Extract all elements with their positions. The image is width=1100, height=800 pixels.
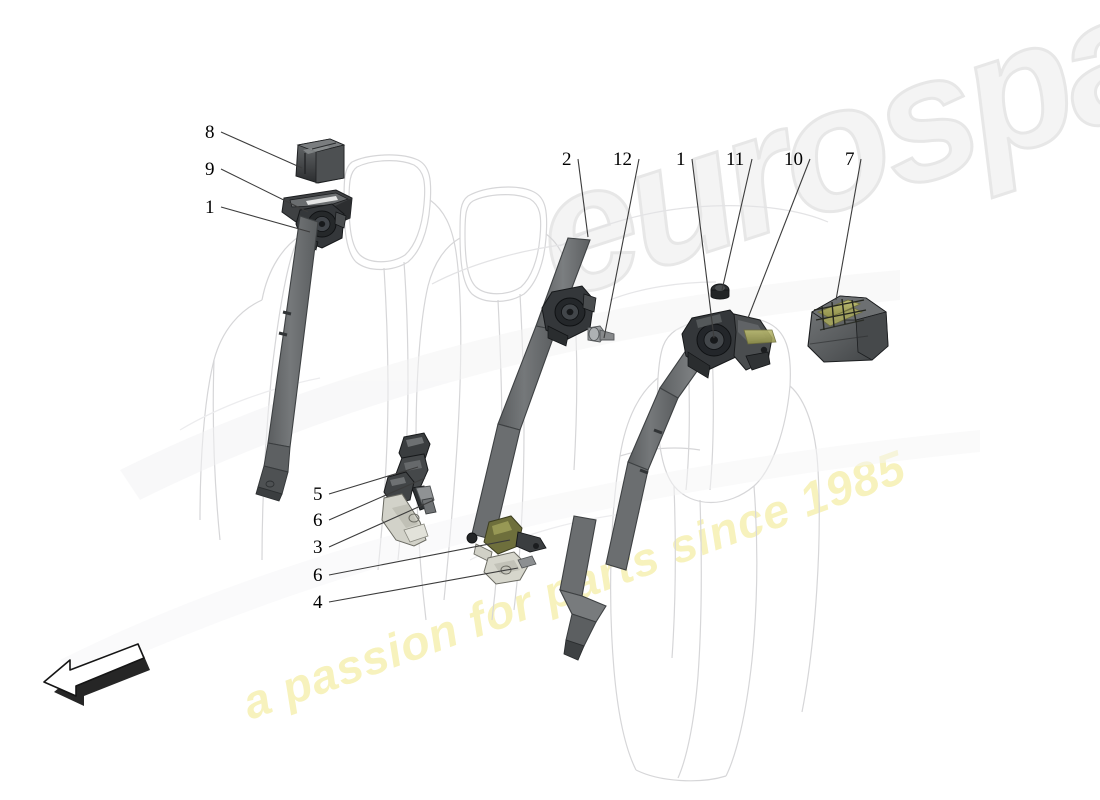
part-11-pivot-bolt-cap xyxy=(710,283,730,300)
callout-number-5: 5 xyxy=(313,484,323,505)
background-shading xyxy=(60,270,980,680)
callout-number-10: 10 xyxy=(784,149,803,170)
leader-line-12 xyxy=(603,158,640,339)
callout-number-12: 12 xyxy=(613,149,632,170)
callout-number-9: 9 xyxy=(205,159,215,180)
leader-line-7 xyxy=(835,158,862,301)
leader-line-3 xyxy=(328,499,435,548)
leader-line-2 xyxy=(577,158,589,238)
callout-number-8: 8 xyxy=(205,122,215,143)
leader-line-8 xyxy=(220,131,303,169)
right-belt-webbing-loop xyxy=(743,329,777,345)
callout-number-2: 2 xyxy=(562,149,572,170)
callout-number-6: 6 xyxy=(313,565,323,586)
callout-number-1: 1 xyxy=(205,197,215,218)
part-12-anchor-bolt xyxy=(587,325,615,343)
leader-line-11 xyxy=(721,158,753,291)
callout-leader-lines xyxy=(220,131,862,603)
left-seat-belt-webbing xyxy=(255,215,319,502)
leader-line-1 xyxy=(691,158,715,339)
centre-belt-lower-tail xyxy=(558,515,607,661)
part-8-belt-guide-cover xyxy=(295,138,346,184)
leader-line-1 xyxy=(220,206,311,233)
callout-number-11: 11 xyxy=(726,149,745,170)
part-7-rear-seat-belt-buckle-housing xyxy=(807,295,889,363)
part-1-right-retractor xyxy=(681,309,745,379)
leader-line-6 xyxy=(328,539,511,576)
centre-retractor-assembly xyxy=(541,285,597,347)
callout-number-3: 3 xyxy=(313,537,323,558)
part-10-retractor-mounting-bracket xyxy=(733,313,773,371)
leader-line-10 xyxy=(747,158,811,319)
part-6-and-4-lower-anchor xyxy=(466,515,547,585)
leader-line-9 xyxy=(220,168,309,213)
callout-number-6: 6 xyxy=(313,510,323,531)
orientation-arrow xyxy=(43,643,150,706)
leader-line-6 xyxy=(328,477,426,521)
callout-number-7: 7 xyxy=(845,149,855,170)
callout-number-4: 4 xyxy=(313,592,323,613)
leader-line-5 xyxy=(328,466,419,495)
leader-line-4 xyxy=(328,567,519,603)
part-3-buckle-bracket xyxy=(381,471,437,547)
callout-number-1: 1 xyxy=(676,149,686,170)
